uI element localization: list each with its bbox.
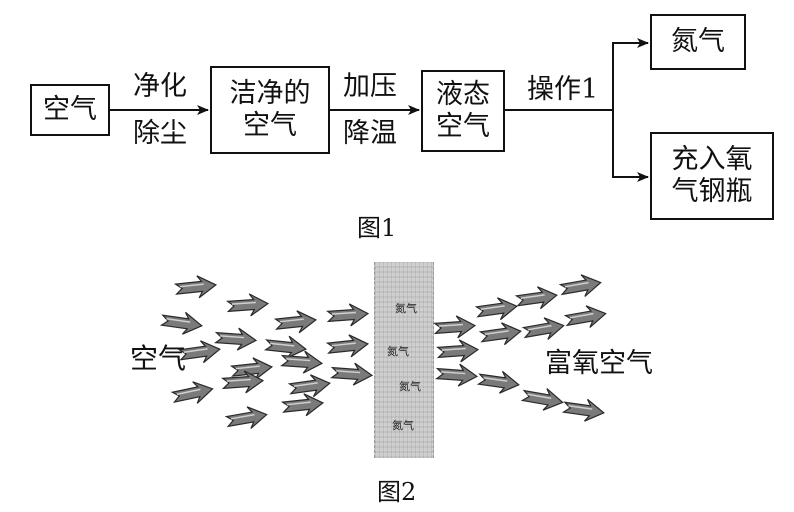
label-pressurize: 加压 — [343, 71, 397, 102]
box-oxygen-cylinder: 充入氧 气钢瓶 — [650, 132, 774, 220]
label-dust-removal: 除尘 — [133, 118, 187, 149]
gas-molecule-arrow-9 — [177, 340, 221, 364]
gas-molecule-arrow-1 — [173, 275, 218, 299]
gas-molecule-arrow-5 — [159, 311, 203, 335]
gas-molecule-arrow-4 — [326, 303, 370, 327]
gas-molecule-arrow-26 — [435, 363, 479, 387]
gas-molecule-arrow-13 — [221, 370, 265, 394]
gas-molecule-arrow-8 — [325, 334, 370, 358]
gas-molecule-arrow-21 — [558, 274, 602, 297]
figure1-caption: 图1 — [357, 214, 397, 242]
label-cooling: 降温 — [343, 118, 397, 149]
gas-molecule-arrow-16 — [224, 406, 268, 429]
membrane-label-2: 氮气 — [387, 345, 409, 358]
gas-molecule-arrow-6 — [214, 327, 258, 351]
membrane-label-1: 氮气 — [395, 302, 417, 315]
label-operation-1: 操作1 — [527, 74, 599, 105]
box-air: 空气 — [30, 84, 110, 136]
gas-molecule-arrow-3 — [273, 310, 318, 334]
box-oxygen-line2: 气钢瓶 — [671, 176, 753, 207]
gas-molecule-arrow-29 — [561, 398, 605, 422]
box-liquid-air-line1: 液态 — [436, 79, 490, 111]
gas-molecule-arrow-18 — [433, 315, 477, 339]
gas-molecule-arrow-23 — [478, 322, 522, 346]
gas-molecule-arrow-17 — [280, 393, 325, 417]
box-clean-air-line1: 洁净的 — [229, 78, 311, 110]
membrane-label-3: 氮气 — [399, 380, 421, 393]
separation-membrane — [374, 262, 434, 458]
gas-molecule-arrow-11 — [280, 350, 324, 374]
gas-molecule-arrow-2 — [226, 293, 270, 317]
gas-molecule-arrow-15 — [330, 362, 374, 386]
box-nitrogen: 氮气 — [650, 14, 746, 70]
gas-molecule-arrow-20 — [514, 286, 558, 310]
gas-molecule-arrow-22 — [436, 339, 480, 363]
gas-molecule-arrow-27 — [476, 370, 520, 394]
box-nitrogen-text: 氮气 — [671, 26, 725, 58]
box-liquid-air-line2: 空气 — [436, 111, 490, 142]
label-purify: 净化 — [133, 71, 187, 102]
box-clean-air-line2: 空气 — [243, 110, 297, 141]
label-oxygen-rich-air: 富氧空气 — [545, 348, 653, 379]
gas-molecule-arrow-19 — [474, 297, 518, 321]
box-clean-air: 洁净的 空气 — [210, 66, 330, 154]
membrane-label-4: 氮气 — [392, 419, 414, 432]
label-air-input: 空气 — [130, 342, 187, 375]
box-air-text: 空气 — [43, 94, 97, 126]
gas-molecule-arrow-28 — [520, 388, 564, 411]
figure2-caption: 图2 — [377, 478, 417, 506]
gas-molecule-arrow-25 — [563, 305, 607, 328]
box-liquid-air: 液态 空气 — [421, 70, 505, 152]
gas-molecule-arrow-14 — [287, 374, 331, 398]
gas-molecule-arrow-12 — [170, 381, 214, 404]
box-oxygen-line1: 充入氧 — [671, 144, 753, 176]
gas-molecule-arrow-24 — [521, 317, 565, 340]
